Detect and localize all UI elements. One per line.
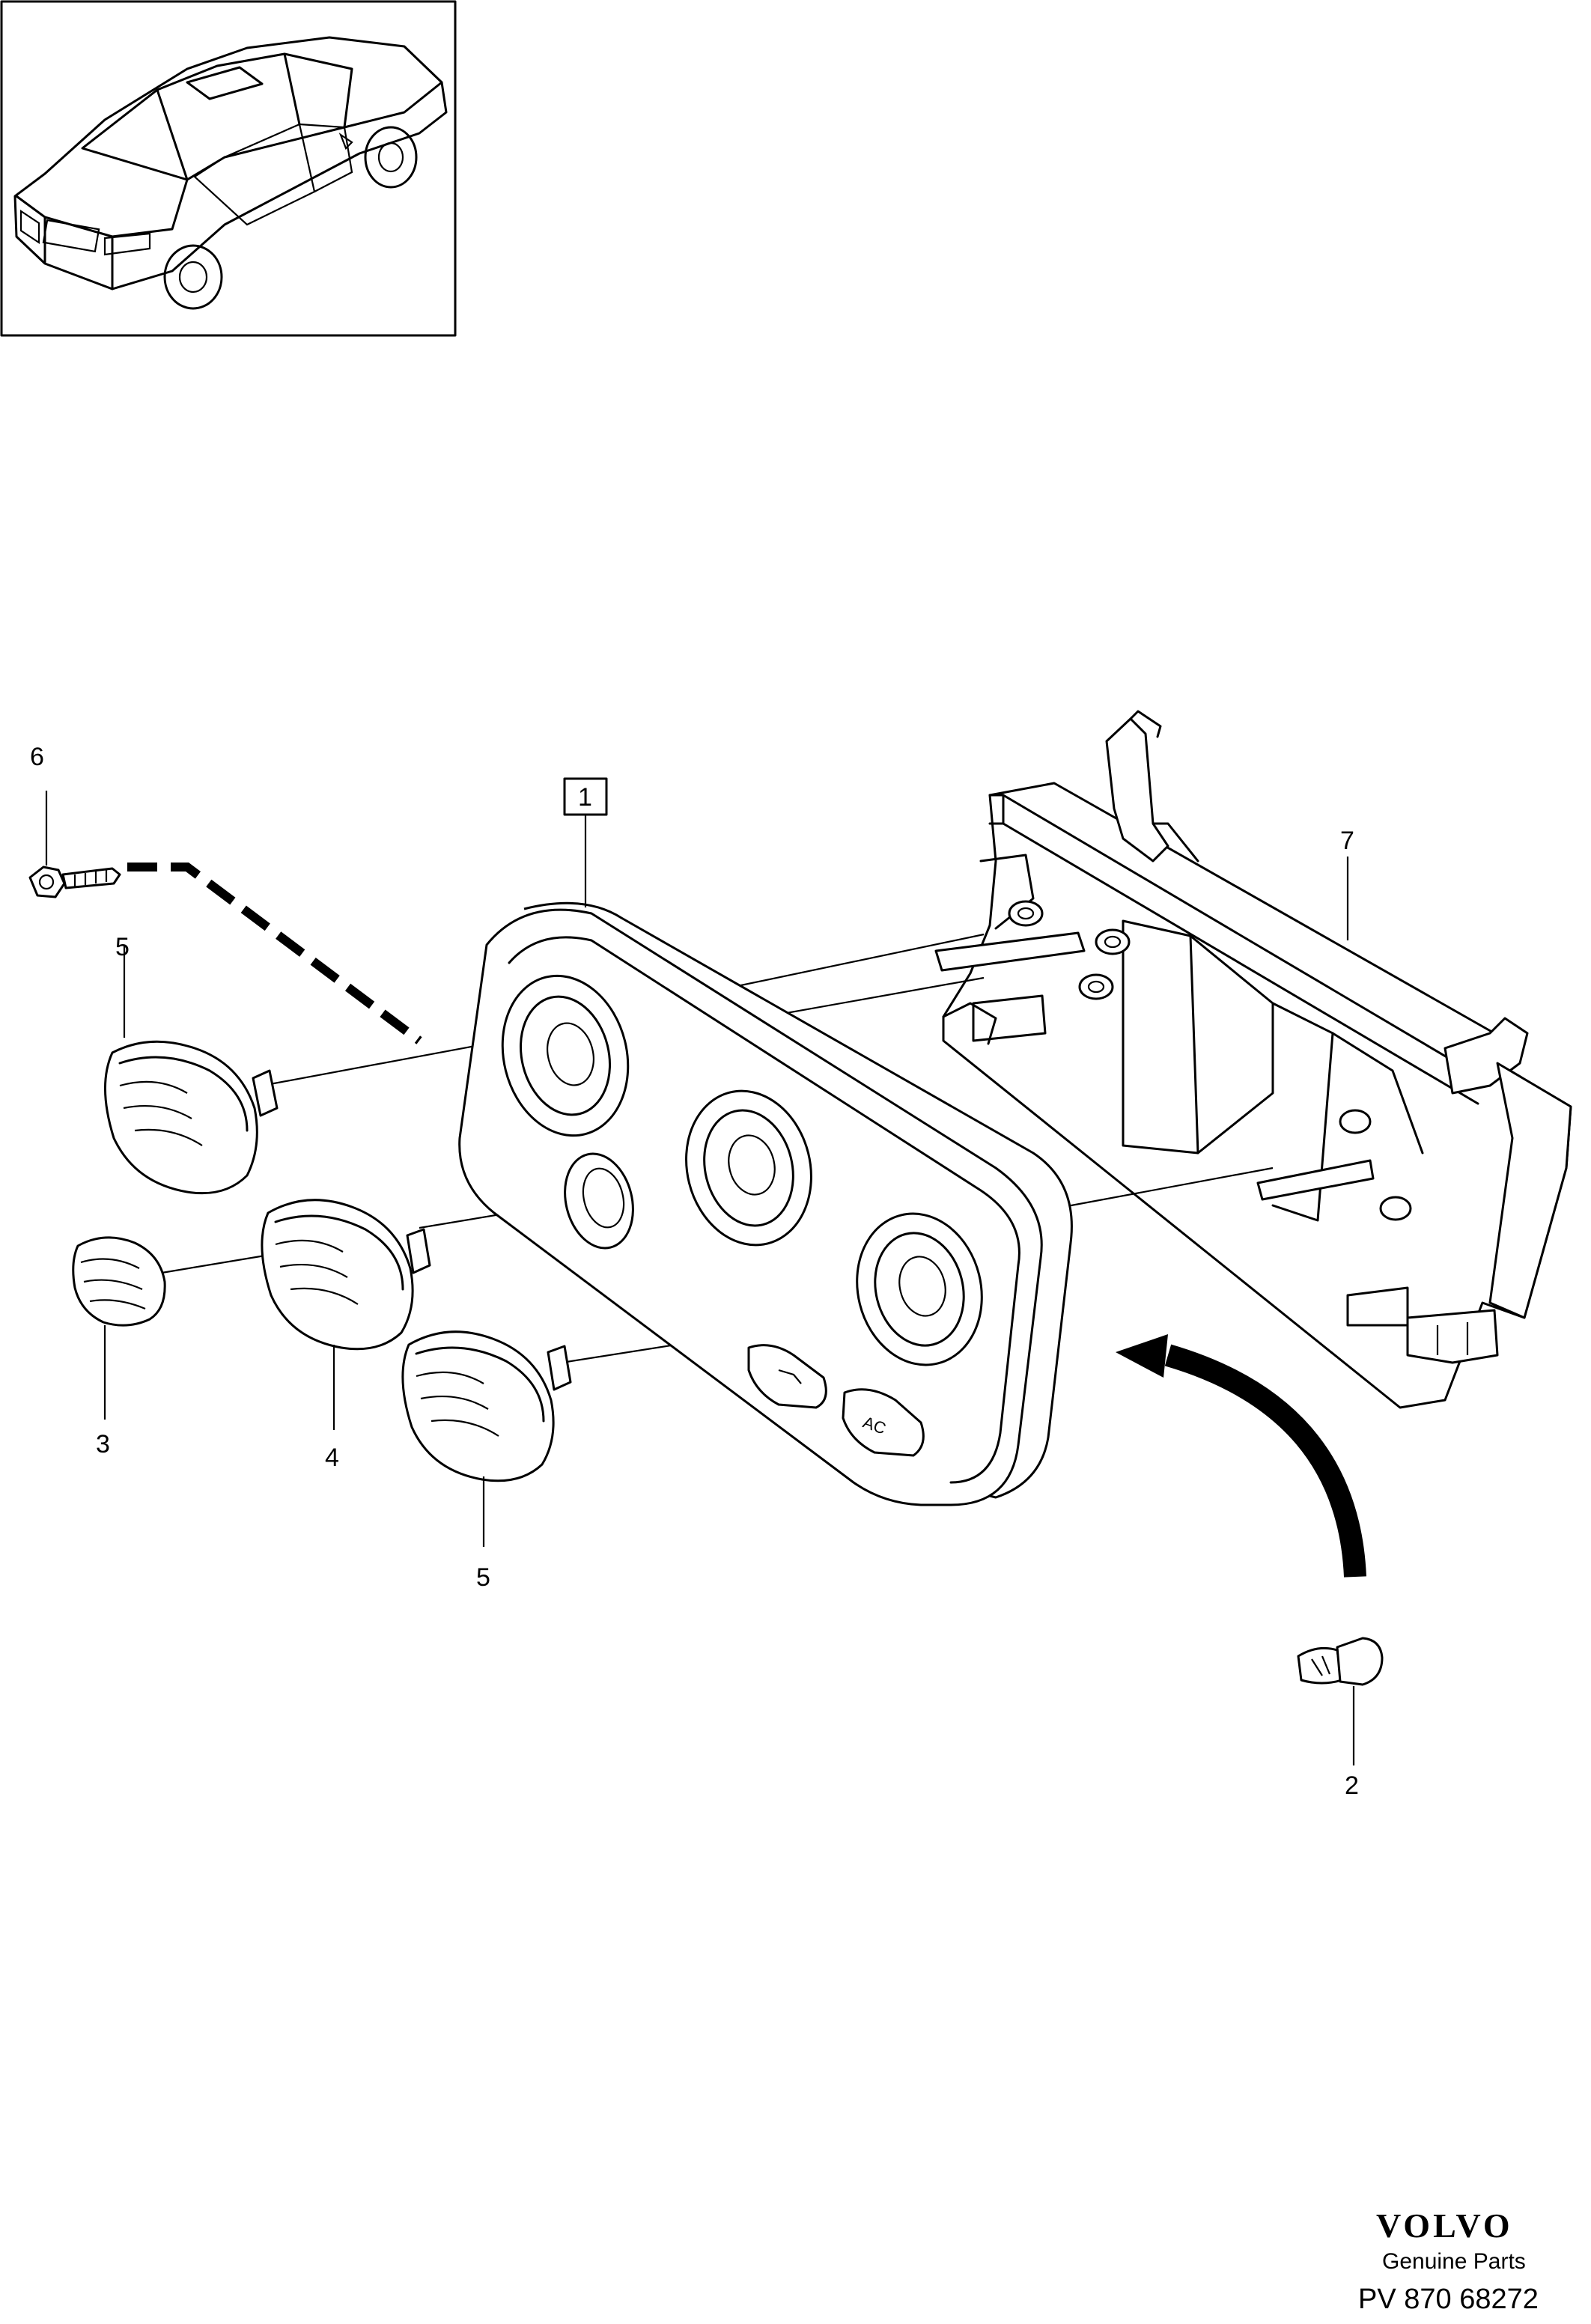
dashed-leader-screw: [127, 863, 422, 1044]
volvo-logo: VOLVO: [1376, 2206, 1513, 2245]
callout-part-3: 3: [96, 1430, 110, 1458]
bulb-part-2: [1297, 1637, 1384, 1765]
knob-part-5-bottom: [401, 1330, 572, 1547]
car-thumbnail: [0, 0, 457, 337]
callout-part-2: 2: [1345, 1771, 1359, 1800]
callout-part-5-bottom: 5: [476, 1563, 490, 1592]
ac-button[interactable]: [842, 1388, 925, 1457]
knob-part-5-top: [103, 945, 279, 1195]
knob-part-3: [72, 1236, 166, 1420]
control-panel-part-1: AC: [458, 777, 1073, 1506]
callout-part-1: 1: [578, 783, 592, 812]
callout-part-4: 4: [325, 1444, 339, 1472]
callout-part-5-top: 5: [115, 933, 130, 961]
callout-part-6: 6: [30, 743, 44, 771]
knob-part-4: [261, 1199, 431, 1430]
screw-part-6: [28, 791, 121, 898]
control-housing-part-7: [934, 710, 1572, 1409]
callout-part-7: 7: [1340, 827, 1354, 855]
install-arrow: [1116, 1334, 1366, 1578]
genuine-parts-tagline: Genuine Parts: [1382, 2249, 1526, 2274]
diagram-number: PV 870 68272: [1358, 2284, 1539, 2315]
